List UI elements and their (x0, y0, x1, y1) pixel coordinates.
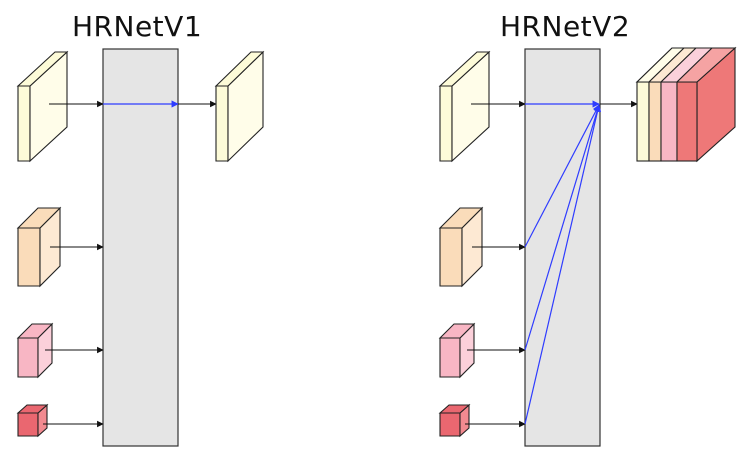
hrnetv2-blue-line-lowest (524, 104, 602, 425)
hrnetv1-input-feature-lowest (16, 403, 49, 438)
hrnetv1-input-feature-high (16, 50, 69, 163)
hrnetv2-fusion-panel (524, 48, 601, 447)
hrnetv1-output-feature (214, 50, 265, 163)
hrnetv1-title: HRNetV1 (72, 10, 203, 43)
hrnetv2-title: HRNetV2 (500, 10, 631, 43)
hrnetv1-fusion-panel (102, 48, 179, 447)
hrnetv1-input-feature-low (16, 322, 54, 379)
hrnetv2-blue-line-mid (524, 104, 600, 248)
hrnetv2-blue-line-low (524, 104, 601, 351)
hrnetv2-concatenated-output (635, 46, 737, 163)
hrnetv2-input-feature-high (438, 50, 491, 163)
hrnetv2-input-feature-mid (438, 206, 484, 288)
hrnetv2-input-feature-lowest (438, 403, 471, 438)
